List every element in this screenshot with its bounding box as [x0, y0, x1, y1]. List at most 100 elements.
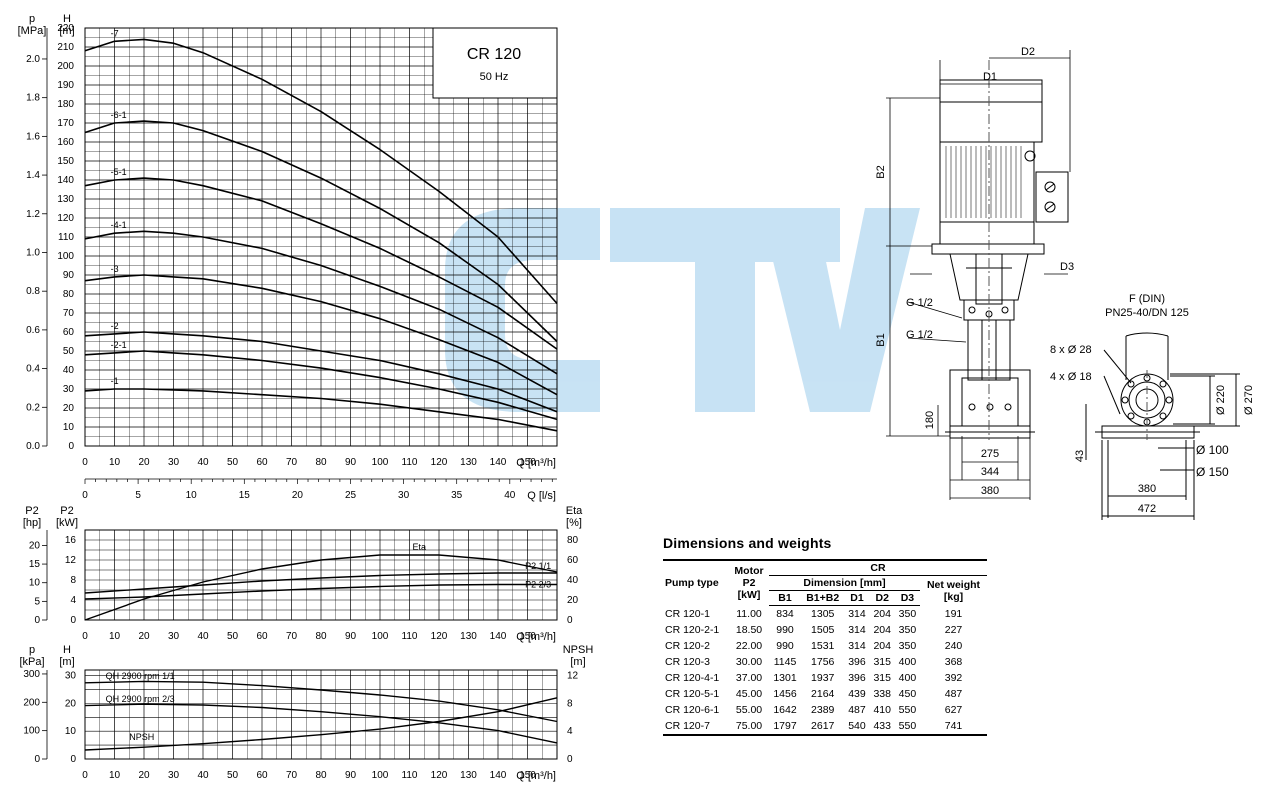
x-tick-label: 110 — [402, 457, 418, 468]
dim-d220: Ø 220 — [1215, 385, 1227, 415]
hp-tick-label: 10 — [29, 578, 41, 589]
table-cell: 45.00 — [735, 688, 763, 700]
table-cell: 314 — [848, 640, 866, 652]
curve-stage-4-1 — [84, 230, 558, 375]
p-tick-label: 1.0 — [26, 247, 40, 258]
h-tick-label: 110 — [58, 232, 74, 243]
pump-dimensions — [886, 50, 1071, 500]
table-cell: 30.00 — [735, 656, 763, 668]
dim-d100: Ø 100 — [1196, 443, 1229, 457]
x2-tick-label: 10 — [186, 490, 198, 501]
x-tick-label: 50 — [227, 631, 239, 642]
table-cell: 11.00 — [736, 607, 762, 620]
table-cell: 1301 — [773, 672, 797, 684]
eta-axis-unit: [%] — [566, 517, 582, 529]
curve-p2-1-1 — [84, 572, 557, 594]
cell-pump-type: CR 120-5-1 — [665, 688, 720, 700]
kpa-axis-label: p — [29, 644, 35, 656]
header-weight-label: Net weight — [926, 578, 981, 591]
table-cell: 204 — [873, 624, 891, 636]
x-tick-label: 140 — [490, 457, 507, 468]
x-tick-label: 120 — [431, 770, 448, 781]
table-cell: 240 — [944, 640, 963, 652]
cell-pump-type: CR 120-2 — [665, 640, 710, 652]
dimensions-table-block: Dimensions and weights Pump type Motor P… — [663, 535, 993, 736]
hp-tick-label: 15 — [29, 559, 41, 570]
eta-tick-label: 40 — [567, 575, 579, 586]
header-kg-label: [kg] — [943, 590, 964, 603]
x-tick-label: 120 — [431, 457, 448, 468]
curve-label: QH 2900 rpm 2/3 — [106, 694, 175, 704]
x-axis-label: Q [m³/h] — [516, 631, 556, 643]
motor-fins — [945, 146, 1022, 218]
npsh-axis-unit: [m] — [570, 656, 585, 668]
curve-npsh — [84, 697, 558, 751]
dim-d150: Ø 150 — [1196, 465, 1229, 479]
curve-label: -4-1 — [111, 220, 127, 230]
header-dimension: Dimension [mm] — [769, 575, 921, 591]
kw-tick-label: 16 — [65, 535, 77, 546]
table-cell: 1456 — [773, 688, 797, 700]
header-d1: D1 — [844, 590, 870, 606]
plot-frame — [84, 27, 558, 447]
flange-title: F (DIN) — [1129, 293, 1165, 305]
x-tick-label: 40 — [197, 631, 209, 642]
curve-eta — [84, 554, 558, 621]
eta-tick-label: 0 — [567, 615, 573, 626]
h-tick-label: 30 — [63, 384, 75, 395]
table-cell: 741 — [920, 718, 987, 736]
p-tick-label: 1.6 — [26, 131, 40, 142]
table-cell: 37.00 — [735, 672, 763, 684]
hp-tick-label: 5 — [34, 596, 40, 607]
hp-axis-label: P2 — [25, 505, 38, 517]
h-tick-label: 100 — [57, 251, 74, 262]
x-axis-label: Q [m³/h] — [516, 770, 556, 782]
x2-tick-label: 5 — [135, 490, 141, 501]
table-cell: 400 — [898, 656, 917, 668]
x-tick-label: 40 — [197, 770, 209, 781]
x-tick-label: 30 — [168, 457, 180, 468]
p-tick-label: 1.4 — [26, 170, 40, 181]
h-tick-label: 210 — [57, 42, 74, 53]
header-d3: D3 — [894, 590, 921, 606]
table-cell: 368 — [944, 656, 963, 668]
p-axis-unit: [MPa] — [18, 25, 47, 37]
x-tick-label: 120 — [431, 631, 448, 642]
x-tick-label: 130 — [460, 457, 477, 468]
x2-tick-label: 0 — [82, 490, 88, 501]
header-b1: B1 — [769, 590, 802, 606]
curve-stage-3 — [84, 274, 558, 396]
h-tick-label: 140 — [57, 175, 74, 186]
plot-frame — [84, 669, 558, 760]
x-tick-label: 50 — [227, 457, 239, 468]
dim-380b: 380 — [1138, 483, 1156, 495]
h-tick-label: 220 — [57, 23, 74, 34]
cell-pump-type: CR 120-6-1 — [665, 704, 720, 716]
cell-pump-type: CR 120-7 — [663, 718, 729, 736]
dim-d3: D3 — [1060, 261, 1074, 273]
x-tick-label: 110 — [402, 770, 418, 781]
x2-tick-label: 15 — [239, 490, 251, 501]
x-tick-label: 130 — [460, 770, 477, 781]
dim-d1: D1 — [983, 71, 997, 83]
h-tick-label: 190 — [57, 80, 74, 91]
table-cell: 487 — [848, 704, 866, 716]
p-axis-label: p — [29, 13, 35, 25]
x2-tick-label: 25 — [345, 490, 357, 501]
npsh-tick-label: 4 — [567, 726, 573, 737]
x-tick-label: 90 — [345, 457, 357, 468]
kpa-axis-unit: [kPa] — [19, 656, 44, 668]
table-cell: 1642 — [773, 704, 797, 716]
h-tick-label: 10 — [65, 726, 77, 737]
table-cell: 450 — [898, 688, 917, 700]
h-tick-label: 70 — [63, 308, 75, 319]
